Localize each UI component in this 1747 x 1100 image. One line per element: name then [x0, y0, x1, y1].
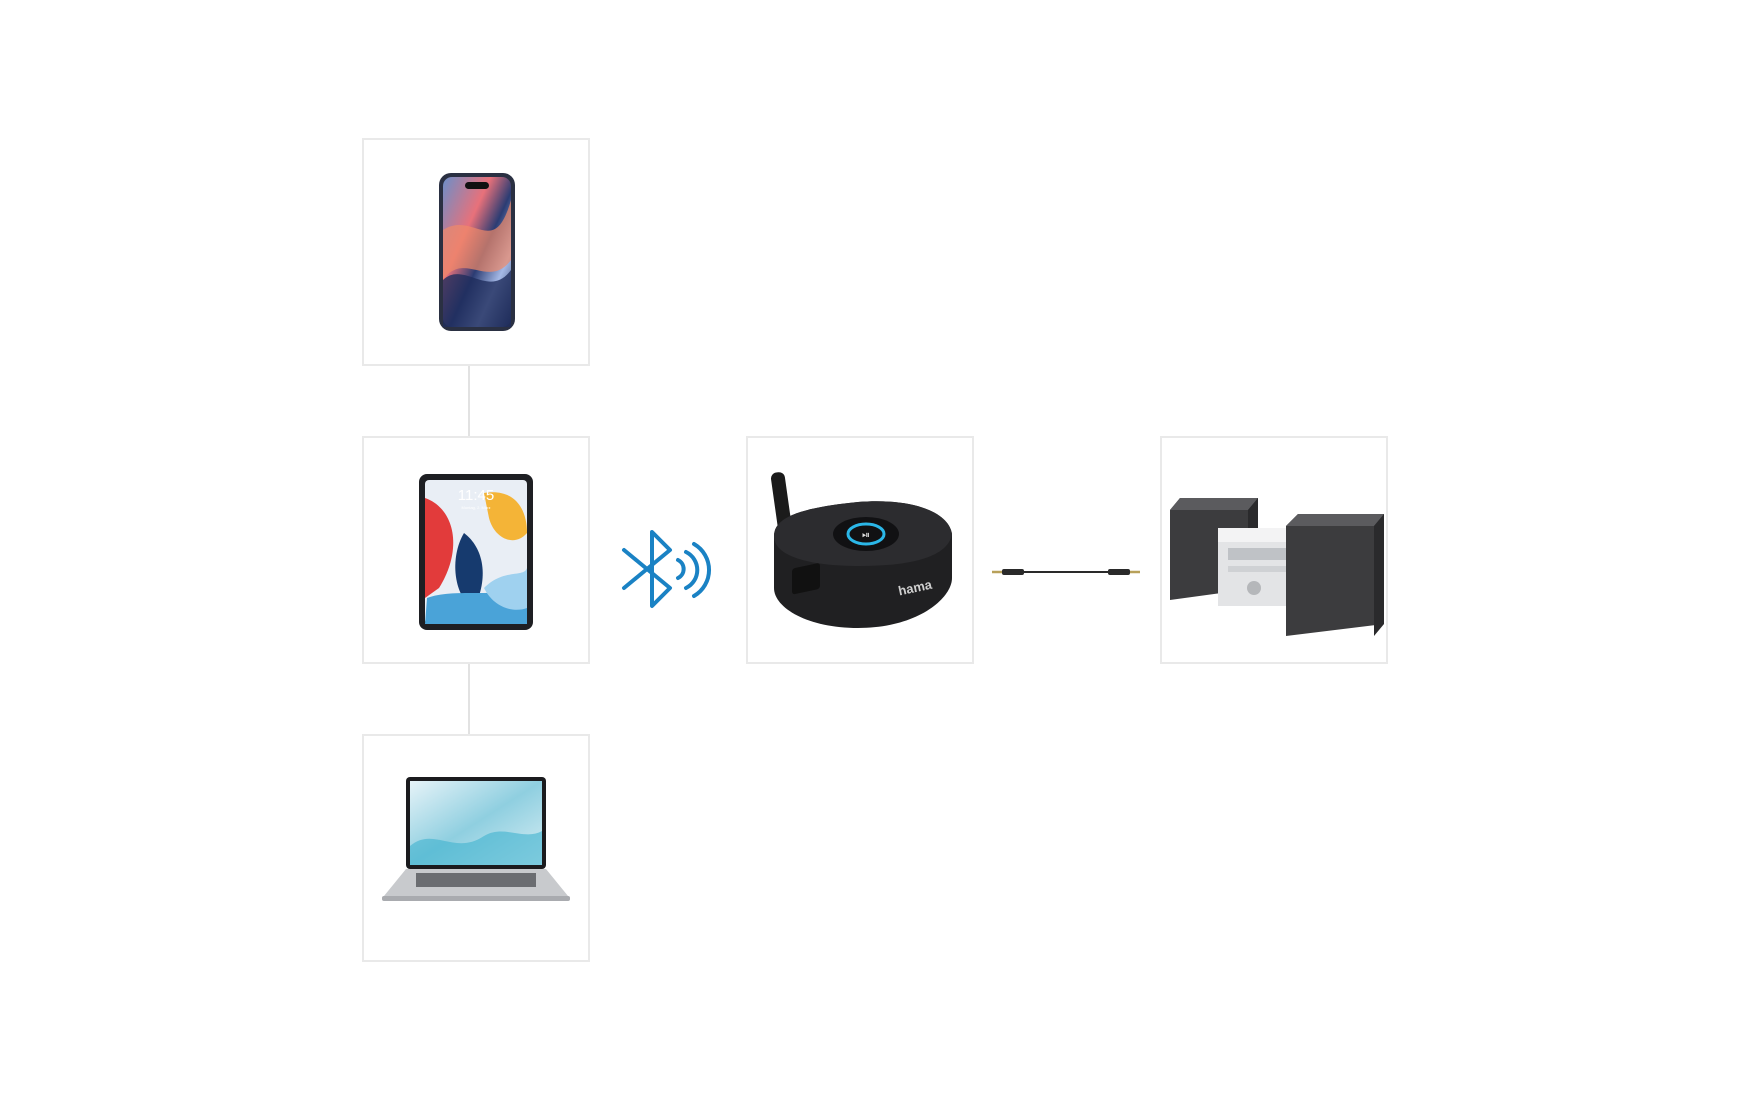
connector-phone-tablet	[468, 366, 470, 438]
tablet-icon: 11:45 Montag, 2. März	[419, 474, 533, 630]
tablet-frame: 11:45 Montag, 2. März	[362, 436, 590, 664]
laptop-icon	[382, 777, 570, 901]
laptop-frame	[362, 734, 590, 962]
receiver-frame: ⏯ hama	[746, 436, 974, 664]
audio-cable-icon	[992, 569, 1140, 575]
smartphone-frame	[362, 138, 590, 366]
tablet-date: Montag, 2. März	[462, 505, 491, 510]
stereo-icon	[1170, 498, 1384, 636]
smartphone-icon	[439, 173, 515, 331]
bluetooth-icon	[622, 530, 712, 608]
connector-tablet-laptop	[468, 664, 470, 736]
stereo-frame	[1160, 436, 1388, 664]
receiver-brand: hama	[897, 577, 934, 599]
receiver-play-pause: ⏯	[862, 530, 870, 541]
receiver-icon: ⏯ hama	[770, 472, 952, 628]
tablet-clock: 11:45	[458, 487, 494, 504]
